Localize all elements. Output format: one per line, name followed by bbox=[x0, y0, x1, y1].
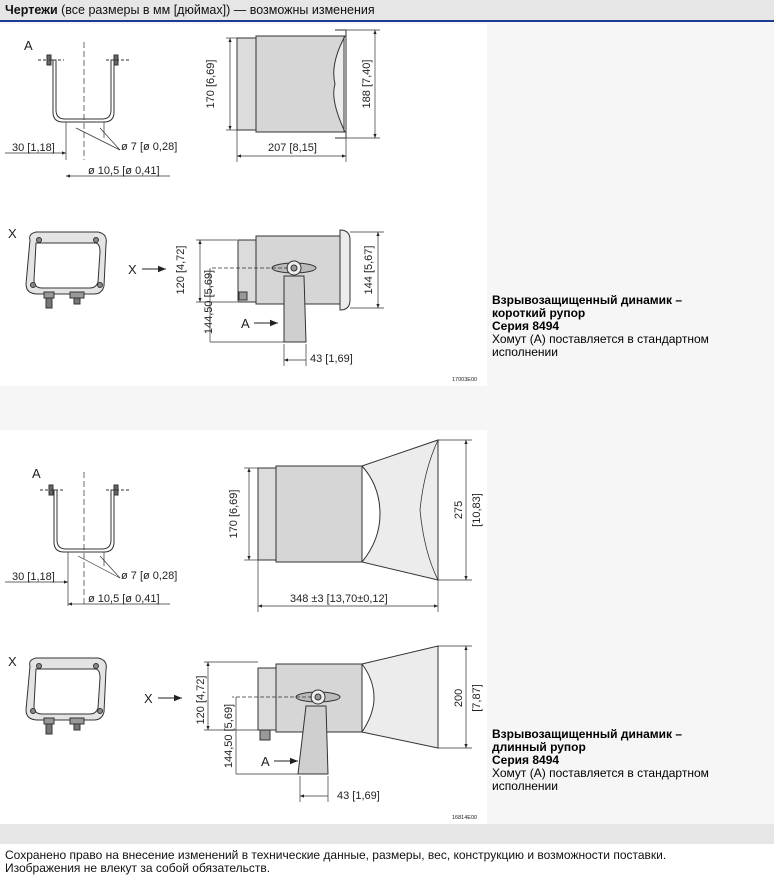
short-dim-120: 120 [4,72] bbox=[175, 246, 187, 295]
short-horn-caption: Взрывозащищенный динамик – короткий рупо… bbox=[492, 294, 709, 359]
header-title-rest: (все размеры в мм [дюймах]) — возможны и… bbox=[57, 3, 375, 17]
long-dim-200-in: [7,87] bbox=[471, 684, 483, 712]
long-dim-height-body: 170 [6,69] bbox=[228, 490, 240, 539]
short-clamp-drawing: A bbox=[5, 38, 170, 178]
long-horn-side-view bbox=[244, 439, 472, 612]
long-dim-base: ø 10,5 [ø 0,41] bbox=[88, 593, 160, 605]
footer-line2: Изображения не влекут за собой обязатель… bbox=[5, 861, 271, 875]
short-dim-width: 30 [1,18] bbox=[12, 142, 55, 154]
short-dim-144-50: 144,50 [5,69] bbox=[203, 270, 215, 334]
short-dim-height-body: 170 [6,69] bbox=[205, 60, 217, 109]
long-horn-bracket-view bbox=[204, 645, 472, 802]
short-dim-hole: ø 7 [ø 0,28] bbox=[121, 141, 177, 153]
short-dim-144: 144 [5,67] bbox=[363, 246, 375, 295]
long-dim-mouth-mm: 275 bbox=[453, 501, 465, 519]
short-caption-line3: Серия 8494 bbox=[492, 319, 560, 333]
long-dim-200-mm: 200 bbox=[453, 689, 465, 707]
long-view-arrow-label: X bbox=[144, 691, 153, 706]
section-divider bbox=[0, 824, 774, 844]
long-caption-line2: длинный рупор bbox=[492, 740, 586, 754]
long-dim-mouth-in: [10,83] bbox=[471, 493, 483, 527]
long-dim-144-50: 144,50 [5,69] bbox=[223, 704, 235, 768]
short-dim-length: 207 [8,15] bbox=[268, 142, 317, 154]
header-title-bold: Чертежи bbox=[5, 3, 58, 17]
short-clamp-label: A bbox=[24, 38, 33, 53]
long-caption-line3: Серия 8494 bbox=[492, 753, 560, 767]
short-dim-height-mouth: 188 [7,40] bbox=[361, 60, 373, 109]
section-header: Чертежи (все размеры в мм [дюймах]) — во… bbox=[0, 0, 774, 22]
long-clamp-label: A bbox=[32, 466, 41, 481]
long-caption-line1: Взрывозащищенный динамик – bbox=[492, 727, 683, 741]
long-dim-length: 348 ±3 [13,70±0,12] bbox=[290, 593, 388, 605]
long-dim-43: 43 [1,69] bbox=[337, 790, 380, 802]
short-caption-line4: Хомут (A) поставляется в стандартном bbox=[492, 332, 709, 346]
long-arrow-a-label: A bbox=[261, 754, 270, 769]
footer-line1: Сохранено право на внесение изменений в … bbox=[5, 848, 667, 862]
long-horn-caption: Взрывозащищенный динамик – длинный рупор… bbox=[492, 728, 709, 793]
long-clamp-drawing: A bbox=[5, 466, 170, 606]
short-housing-front-view bbox=[25, 231, 107, 309]
short-view-arrow-label: X bbox=[128, 262, 137, 277]
long-view-label: X bbox=[8, 654, 17, 669]
long-dim-width: 30 [1,18] bbox=[12, 571, 55, 583]
short-dim-base: ø 10,5 [ø 0,41] bbox=[88, 165, 160, 177]
short-caption-line1: Взрывозащищенный динамик – bbox=[492, 293, 683, 307]
short-caption-line5: исполнении bbox=[492, 345, 558, 359]
short-horn-side-view bbox=[226, 29, 380, 162]
short-view-label: X bbox=[8, 226, 17, 241]
long-caption-line4: Хомут (A) поставляется в стандартном bbox=[492, 766, 709, 780]
long-caption-line5: исполнении bbox=[492, 779, 558, 793]
short-drawing-code: 17003E00 bbox=[452, 377, 477, 383]
footer-disclaimer: Сохранено право на внесение изменений в … bbox=[5, 849, 770, 875]
short-arrow-a-label: A bbox=[241, 316, 250, 331]
long-dim-120: 120 [4,72] bbox=[195, 676, 207, 725]
long-housing-front-view bbox=[25, 657, 107, 735]
short-dim-43: 43 [1,69] bbox=[310, 353, 353, 365]
short-horn-bracket-view bbox=[196, 229, 384, 366]
long-drawing-code: 16814E00 bbox=[452, 815, 477, 821]
short-caption-line2: короткий рупор bbox=[492, 306, 586, 320]
long-dim-hole: ø 7 [ø 0,28] bbox=[121, 570, 177, 582]
